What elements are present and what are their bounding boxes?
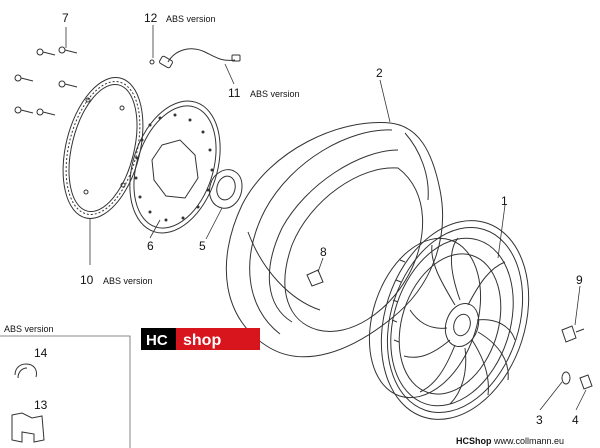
callout-2: 2 (376, 66, 383, 80)
callout-7: 7 (62, 11, 69, 25)
callout-9: 9 (576, 273, 583, 287)
footer-credit: HCShop www.collmann.eu (456, 436, 564, 446)
callout-1: 1 (501, 194, 508, 208)
callout-12-note: ABS version (166, 14, 216, 24)
svg-text:HC: HC (146, 332, 168, 349)
bolt (14, 106, 34, 114)
bracket-clip (11, 412, 45, 443)
abs-tone-ring (62, 77, 144, 219)
hc-shop-logo: HC shop (141, 328, 260, 350)
callout-11: 11 (228, 86, 241, 100)
callout-5: 5 (199, 239, 206, 253)
callout-13: 13 (34, 398, 48, 412)
tire (225, 121, 444, 358)
brake-disc (129, 100, 221, 234)
hub-flange (209, 169, 243, 209)
bolts (14, 46, 78, 116)
clip-ring (14, 363, 37, 379)
callout-3: 3 (536, 413, 543, 427)
callout-6: 6 (147, 239, 154, 253)
abs-sensor-cable (149, 48, 241, 69)
callout-8: 8 (320, 245, 327, 259)
axle-parts (561, 325, 593, 390)
washer (561, 371, 571, 385)
callout-14: 14 (34, 346, 48, 360)
callout-10-note: ABS version (103, 276, 153, 286)
abs-inset-panel: ABS version 14 13 (0, 324, 131, 448)
axle-nut (579, 374, 593, 390)
inset-title: ABS version (4, 324, 54, 334)
bolt (36, 108, 56, 116)
leader-lines (65, 25, 587, 411)
disc-holes (134, 113, 214, 222)
callout-11-note: ABS version (250, 89, 300, 99)
bolt (58, 80, 78, 88)
callout-10: 10 (80, 273, 94, 287)
callout-4: 4 (572, 413, 579, 427)
wheel-rim (368, 220, 530, 420)
svg-text:shop: shop (183, 332, 221, 349)
callout-12: 12 (144, 11, 158, 25)
bolt (58, 46, 78, 54)
bolt (14, 74, 34, 82)
axle-cap (561, 325, 585, 343)
valve (306, 269, 324, 287)
bolt (36, 48, 56, 56)
